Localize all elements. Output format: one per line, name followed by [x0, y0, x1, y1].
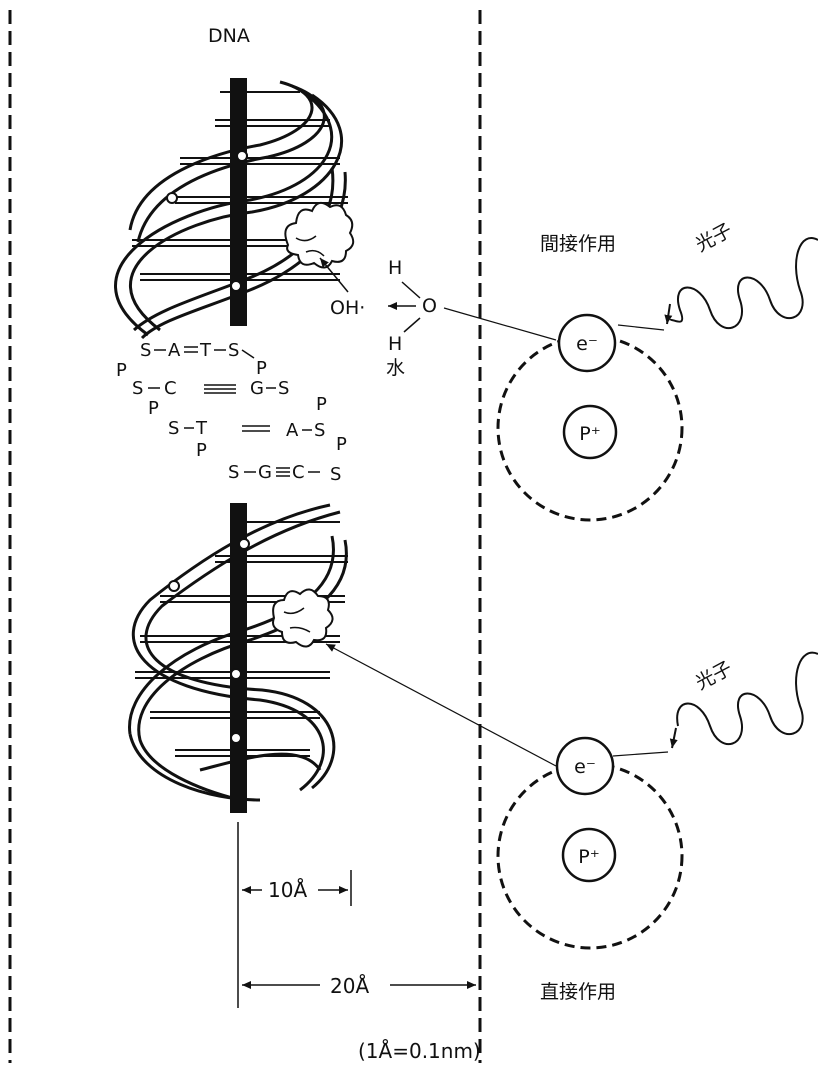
upper-damage-cloud	[284, 201, 355, 269]
svg-text:A: A	[168, 340, 181, 361]
svg-text:S: S	[228, 340, 239, 361]
direct-electron-label: e⁻	[574, 756, 596, 778]
upper-helix-axis	[230, 78, 247, 326]
water-h-top: H	[388, 257, 402, 279]
svg-text:P: P	[116, 360, 127, 381]
water-molecule: H O H 水	[386, 257, 437, 379]
svg-text:T: T	[195, 418, 208, 439]
svg-text:S: S	[278, 378, 289, 399]
svg-text:G: G	[250, 378, 264, 399]
indirect-proton	[562, 404, 618, 460]
svg-text:P: P	[148, 398, 159, 419]
indirect-photon-label: 光子	[692, 219, 736, 256]
svg-text:P: P	[256, 358, 267, 379]
indirect-path-line	[443, 307, 557, 341]
dimension-10a-label: 10Å	[268, 878, 307, 902]
indirect-action-atom: e⁻ P⁺	[496, 313, 684, 522]
svg-text:S: S	[314, 420, 325, 441]
direct-photon-label: 光子	[692, 657, 736, 694]
indirect-photon-wave	[669, 237, 818, 330]
direct-proton-label: P⁺	[578, 846, 600, 868]
direct-proton	[561, 827, 617, 883]
svg-text:P: P	[196, 440, 207, 461]
dimension-lines	[237, 822, 476, 1008]
indirect-electron-label: e⁻	[576, 333, 598, 355]
dna-base-sequence: S A T S P P S C G S P P S T A S P P S G	[116, 340, 347, 485]
svg-text:A: A	[286, 420, 299, 441]
direct-action-atom: e⁻ P⁺	[496, 736, 684, 950]
unit-note: (1Å=0.1nm)	[358, 1039, 481, 1063]
svg-text:G: G	[258, 462, 272, 483]
direct-path-line	[325, 643, 557, 767]
direct-electron	[555, 736, 615, 796]
svg-text:S: S	[330, 464, 341, 485]
direct-photon-wave	[676, 651, 818, 746]
svg-text:C: C	[164, 378, 177, 399]
upper-strand-b	[128, 80, 314, 231]
water-o: O	[422, 295, 437, 317]
svg-text:S: S	[132, 378, 143, 399]
dimension-20a-label: 20Å	[330, 974, 369, 998]
indirect-electron	[557, 313, 617, 373]
dna-title: DNA	[208, 25, 250, 47]
svg-text:P: P	[316, 394, 327, 415]
indirect-action-label: 間接作用	[540, 233, 616, 255]
svg-text:C: C	[292, 462, 305, 483]
radical-attack-arrow	[319, 257, 349, 293]
water-label: 水	[386, 357, 405, 379]
direct-action-label: 直接作用	[540, 981, 616, 1003]
svg-text:T: T	[199, 340, 212, 361]
svg-text:S: S	[140, 340, 151, 361]
indirect-proton-label: P⁺	[579, 423, 601, 445]
water-h-bottom: H	[388, 333, 402, 355]
svg-text:P: P	[336, 434, 347, 455]
svg-text:S: S	[228, 462, 239, 483]
lower-damage-cloud	[272, 588, 334, 648]
hydroxyl-radical-label: OH·	[330, 297, 365, 319]
svg-text:S: S	[168, 418, 179, 439]
